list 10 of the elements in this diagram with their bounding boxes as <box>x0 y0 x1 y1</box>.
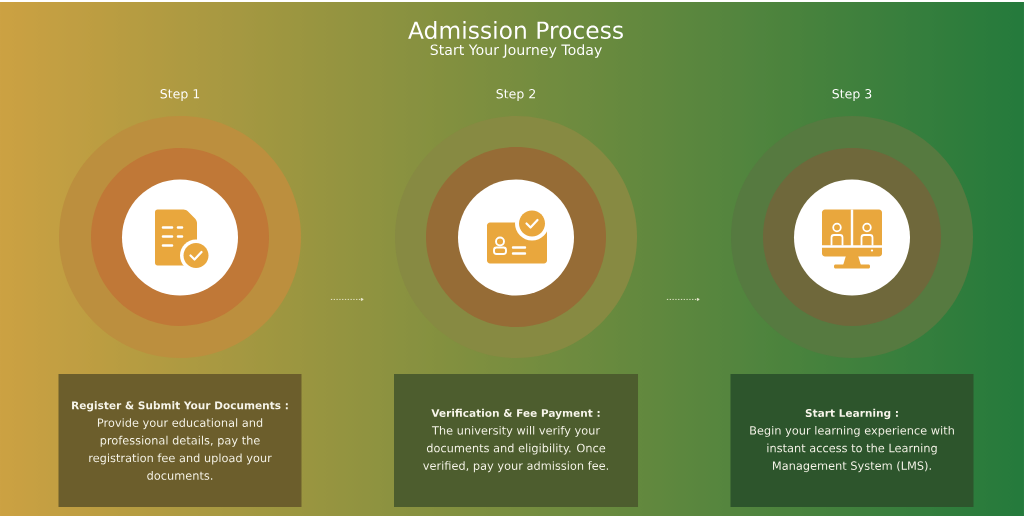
step-label: Step 2 <box>496 89 535 101</box>
step-card: Register & Submit Your Documents : Provide your educational and professional details, pay the registration fee and upload your documents. <box>58 374 302 507</box>
dotted-arrow <box>330 297 364 301</box>
dotted-arrow <box>666 297 700 301</box>
step-label: Step 1 <box>160 89 200 101</box>
subtitle: Start Your Journey Today <box>430 44 602 58</box>
step-card: Start Learning : Begin your learning experience with instant access to the Learning Management System (LMS). <box>730 374 974 507</box>
title: Admission Process <box>408 20 623 40</box>
step-label: Step 3 <box>832 89 872 101</box>
step-card: Verification & Fee Payment : The university will verify your documents and eligibility. Once verified, pay your admission fee. <box>394 374 638 507</box>
